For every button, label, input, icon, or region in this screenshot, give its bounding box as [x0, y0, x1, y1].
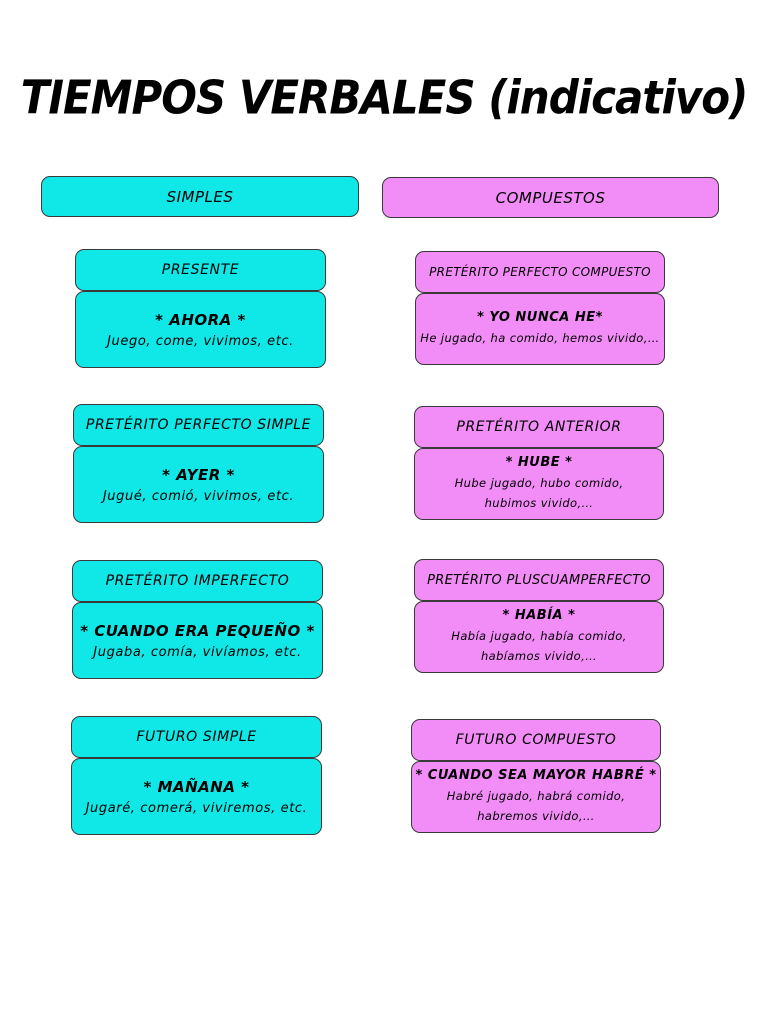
compound-tense-label-box: PRETÉRITO ANTERIOR [414, 406, 664, 448]
tense-example: Jugaba, comía, vivíamos, etc. [93, 644, 302, 660]
tense-label: PRESENTE [161, 262, 240, 278]
tense-label: PRETÉRITO PERFECTO COMPUESTO [429, 265, 651, 279]
simple-tense-label-box: PRETÉRITO PERFECTO SIMPLE [73, 404, 324, 446]
tense-key-phrase: * CUANDO SEA MAYOR HABRÉ * [415, 768, 657, 783]
tense-key-phrase: * HUBE * [505, 455, 573, 470]
tense-label: PRETÉRITO ANTERIOR [456, 419, 622, 435]
compound-tense-label-box: PRETÉRITO PERFECTO COMPUESTO [415, 251, 665, 293]
compound-tense-example-box: * HABÍA * Había jugado, había comido, ha… [414, 601, 664, 673]
simple-tense-example-box: * AHORA * Juego, come, vivimos, etc. [75, 291, 326, 368]
simple-tense-label-box: FUTURO SIMPLE [71, 716, 322, 758]
compound-tense-example-box: * HUBE * Hube jugado, hubo comido, hubim… [414, 448, 664, 520]
compound-tense-example-box: * CUANDO SEA MAYOR HABRÉ * Habré jugado,… [411, 761, 661, 833]
simple-tense-example-box: * CUANDO ERA PEQUEÑO * Jugaba, comía, vi… [72, 602, 323, 679]
tense-key-phrase: * CUANDO ERA PEQUEÑO * [80, 621, 315, 640]
tense-example: Juego, come, vivimos, etc. [107, 333, 294, 349]
tense-key-phrase: * AYER * [162, 465, 235, 484]
compuestos-header: COMPUESTOS [382, 177, 719, 218]
page-title: TIEMPOS VERBALES (indicativo) [20, 70, 749, 125]
tense-example: He jugado, ha comido, hemos vivido,… [420, 331, 660, 345]
tense-example: Jugaré, comerá, viviremos, etc. [85, 800, 308, 816]
simples-header: SIMPLES [41, 176, 359, 217]
compound-tense-example-box: * YO NUNCA HE* He jugado, ha comido, hem… [415, 293, 665, 365]
simple-tense-example-box: * AYER * Jugué, comió, vivimos, etc. [73, 446, 324, 523]
simple-tense-example-box: * MAÑANA * Jugaré, comerá, viviremos, et… [71, 758, 322, 835]
tense-example: Había jugado, había comido, habíamos viv… [451, 629, 627, 663]
compound-tense-label-box: FUTURO COMPUESTO [411, 719, 661, 761]
tense-label: FUTURO SIMPLE [136, 729, 257, 745]
tense-label: FUTURO COMPUESTO [455, 732, 617, 748]
tense-example: Jugué, comió, vivimos, etc. [102, 488, 295, 504]
tense-label: PRETÉRITO IMPERFECTO [105, 573, 290, 589]
simple-tense-label-box: PRESENTE [75, 249, 326, 291]
compuestos-header-label: COMPUESTOS [495, 188, 606, 207]
tense-key-phrase: * YO NUNCA HE* [477, 310, 603, 325]
tense-label: PRETÉRITO PLUSCUAMPERFECTO [427, 572, 651, 588]
tense-key-phrase: * AHORA * [155, 310, 246, 329]
tense-key-phrase: * HABÍA * [502, 608, 576, 623]
simple-tense-label-box: PRETÉRITO IMPERFECTO [72, 560, 323, 602]
simples-header-label: SIMPLES [166, 187, 234, 206]
tense-label: PRETÉRITO PERFECTO SIMPLE [85, 417, 312, 433]
tense-example: Hube jugado, hubo comido, hubimos vivido… [454, 476, 624, 510]
compound-tense-label-box: PRETÉRITO PLUSCUAMPERFECTO [414, 559, 664, 601]
tense-key-phrase: * MAÑANA * [143, 777, 250, 796]
tense-example: Habré jugado, habrá comido, habremos viv… [446, 789, 626, 823]
